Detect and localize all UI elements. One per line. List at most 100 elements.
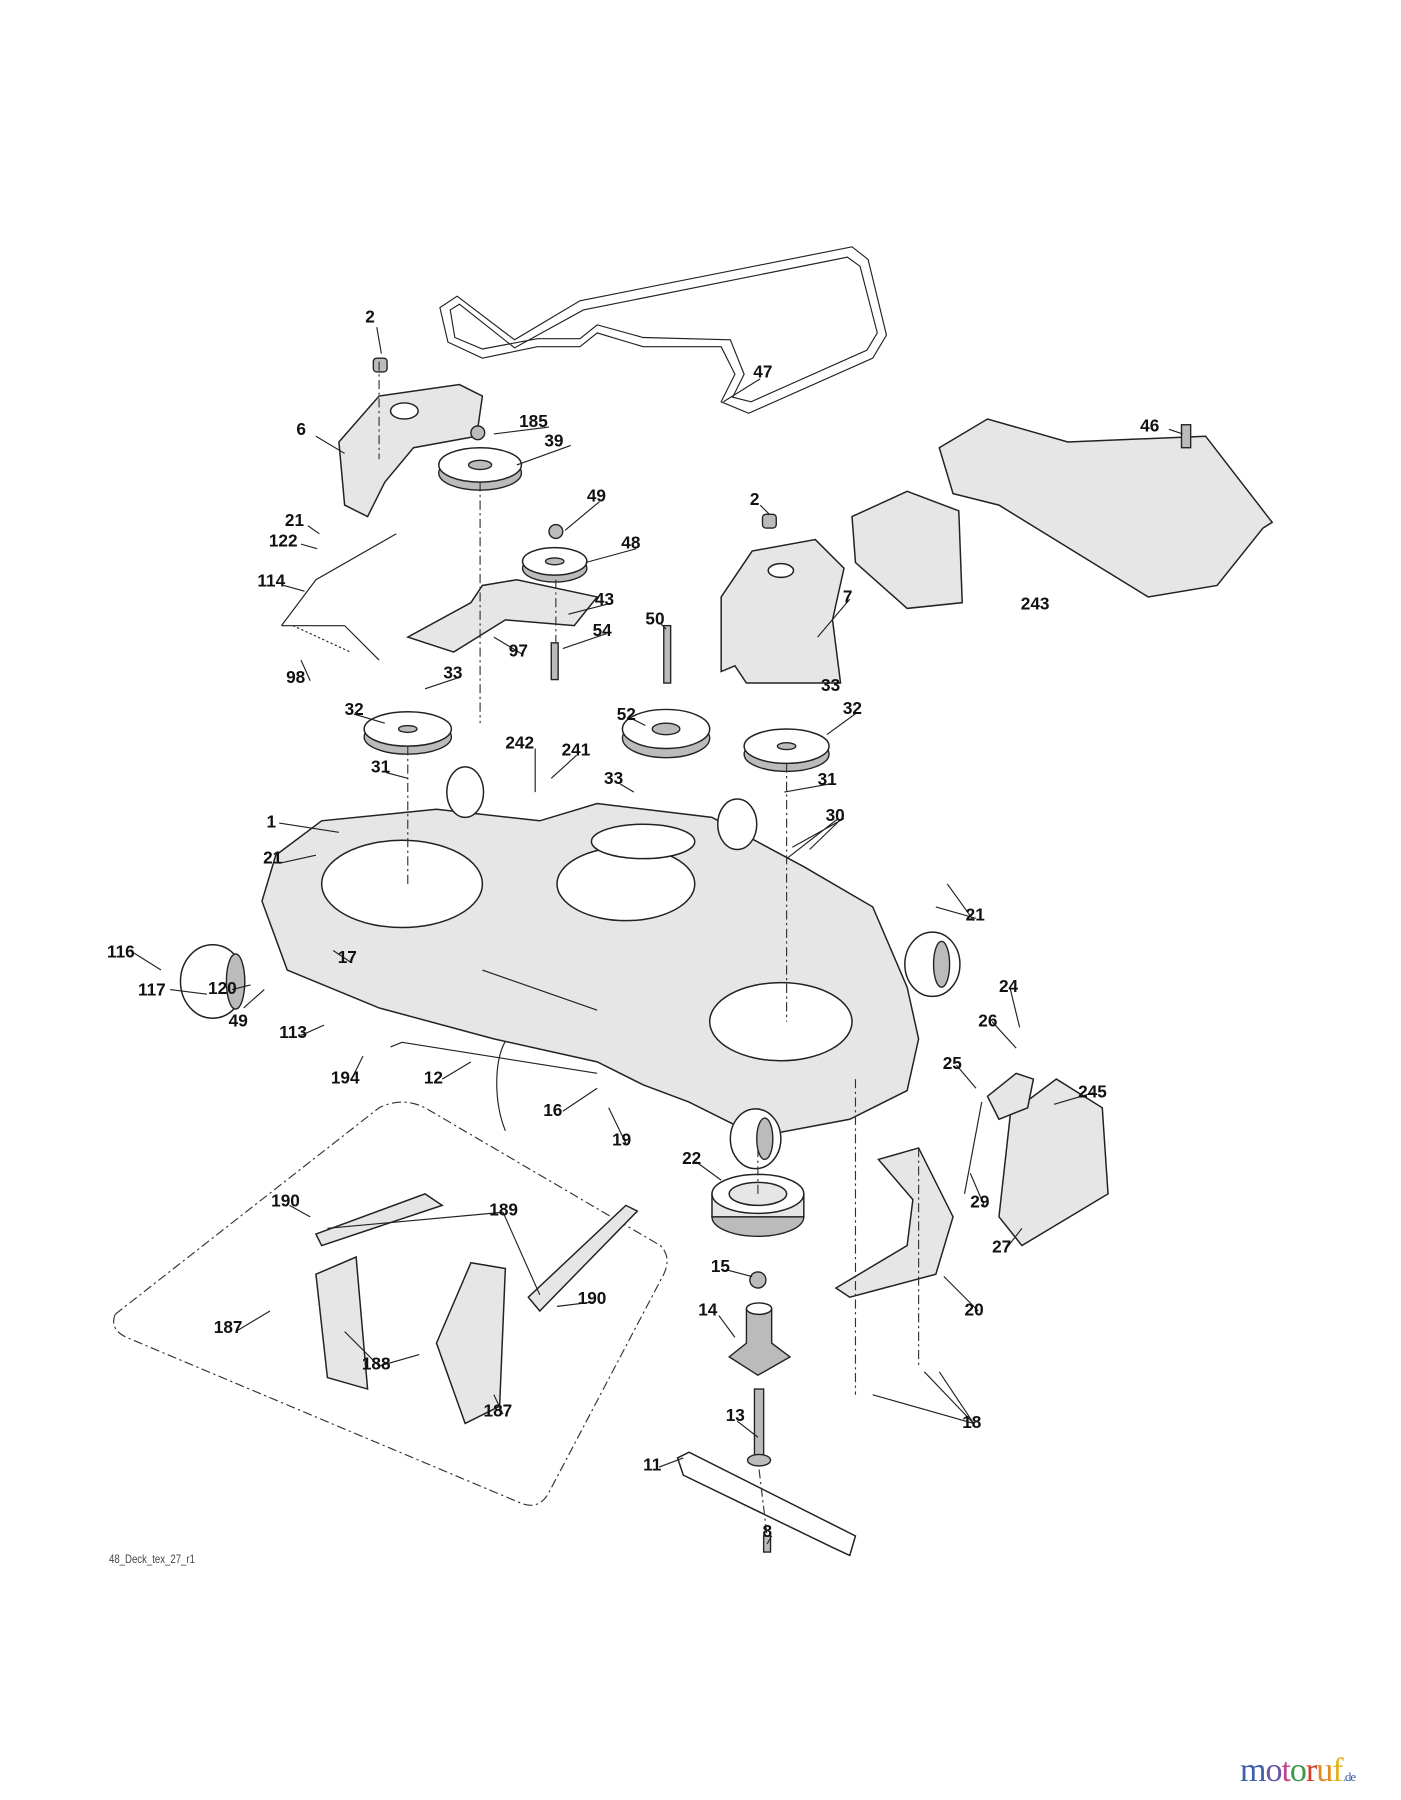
blade-11 (676, 1451, 857, 1557)
callout-label: 242 (505, 732, 534, 752)
callout-label: 52 (617, 704, 636, 724)
callout-label: 49 (587, 486, 606, 506)
callout-label: 14 (698, 1300, 718, 1320)
callout-label: 113 (279, 1022, 307, 1042)
cover-knob (767, 562, 795, 579)
callout-label: 241 (562, 739, 591, 759)
callout-label: 21 (285, 510, 305, 530)
bracket-25 (986, 1072, 1035, 1121)
callout-label: 18 (962, 1412, 982, 1432)
callout-label: 48 (621, 533, 641, 553)
callout-label: 39 (544, 431, 563, 451)
deflector-shield (851, 490, 964, 610)
callout-label: 122 (269, 530, 298, 550)
rod-12 (390, 1041, 598, 1074)
callout-label: 8 (762, 1521, 772, 1541)
callout-label: 25 (943, 1053, 963, 1073)
callout-label: 194 (331, 1068, 360, 1088)
callout-label: 117 (138, 979, 166, 999)
callout-label: 114 (257, 571, 285, 591)
callout-label: 185 (519, 411, 548, 431)
gauge-wheel (446, 766, 485, 819)
callout-label: 98 (286, 667, 306, 687)
spindle-shaft-13 (753, 1388, 765, 1459)
callout-label: 97 (509, 641, 528, 661)
gauge-wheel (716, 798, 758, 851)
callout-label: 190 (271, 1191, 300, 1211)
callout-label: 31 (818, 769, 838, 789)
cable (496, 1040, 506, 1131)
cap-2 (372, 357, 388, 373)
callout-label: 21 (966, 905, 986, 925)
callout-label: 31 (371, 757, 391, 777)
callout-label: 12 (424, 1068, 443, 1088)
deck-shield-243 (938, 418, 1274, 598)
callout-label: 188 (362, 1354, 391, 1374)
pin-29 (963, 1101, 983, 1194)
callout-label: 46 (1140, 416, 1159, 436)
callout-label: 33 (604, 768, 623, 788)
callout-label: 11 (643, 1455, 662, 1475)
logo-letter: f (1332, 1752, 1343, 1789)
drawing-id: 48_Deck_tex_27_r1 (109, 1552, 195, 1566)
pulley-32-right (743, 728, 830, 773)
callout-label: 26 (978, 1010, 997, 1030)
callout-label: 32 (843, 698, 862, 718)
callout-label: 43 (595, 589, 614, 609)
callout-label: 24 (999, 976, 1019, 996)
callout-label: 120 (208, 978, 237, 998)
spindle-pulley-center (590, 823, 696, 860)
callout-label: 116 (107, 941, 135, 961)
leader-lines (129, 327, 1183, 1545)
callout-label: 33 (821, 675, 840, 695)
callout-label: 190 (578, 1288, 607, 1308)
callout-label: 245 (1078, 1081, 1107, 1101)
callout-label: 243 (1021, 594, 1050, 614)
callout-label: 32 (345, 699, 364, 719)
callout-label: 7 (843, 587, 853, 607)
motoruf-logo[interactable]: motoruf.de (1240, 1752, 1356, 1790)
nut-185 (470, 425, 486, 441)
nut-15 (749, 1271, 767, 1289)
callout-label: 187 (484, 1401, 513, 1421)
callout-label: 21 (263, 847, 283, 867)
spring-98 (292, 625, 351, 653)
deck-spindle-left (320, 839, 484, 929)
callout-label: 1 (267, 812, 277, 832)
drive-belt (439, 246, 888, 414)
callout-label: 19 (612, 1130, 631, 1150)
cover-knob (389, 402, 419, 420)
gauge-wheel (729, 1108, 782, 1170)
callout-label: 20 (965, 1300, 984, 1320)
deflector-20 (834, 1147, 954, 1299)
cap-2 (761, 513, 777, 529)
callout-label: 47 (753, 362, 772, 382)
logo-letter: m (1240, 1752, 1266, 1789)
callout-label: 6 (296, 419, 306, 439)
bolt-54 (550, 642, 559, 681)
callout-label: 29 (970, 1192, 989, 1212)
callout-label: 49 (229, 1010, 248, 1030)
callout-label: 189 (489, 1200, 518, 1220)
pulley-48 (521, 546, 588, 583)
callout-label: 13 (726, 1405, 745, 1425)
callout-label: 16 (543, 1100, 562, 1120)
logo-letter: u (1316, 1752, 1333, 1789)
lift-arm-189-left (314, 1193, 444, 1247)
callout-label: 187 (214, 1317, 243, 1337)
gauge-wheel-117 (179, 944, 246, 1019)
callout-label: 22 (682, 1148, 701, 1168)
pulley-32-left (363, 710, 453, 755)
callout-label: 2 (750, 489, 760, 509)
callout-label: 15 (711, 1256, 731, 1276)
pulley-52 (621, 708, 711, 759)
bolt-46 (1180, 424, 1192, 449)
accessory-region (113, 1101, 668, 1506)
bracket-188-left (315, 1255, 369, 1391)
belt-cover-left (338, 383, 484, 518)
callout-label: 30 (826, 805, 845, 825)
idler-arm-114 (281, 533, 397, 661)
deck-spindle-right (708, 981, 853, 1062)
bolt-50 (663, 624, 672, 684)
callout-label: 33 (443, 662, 462, 682)
